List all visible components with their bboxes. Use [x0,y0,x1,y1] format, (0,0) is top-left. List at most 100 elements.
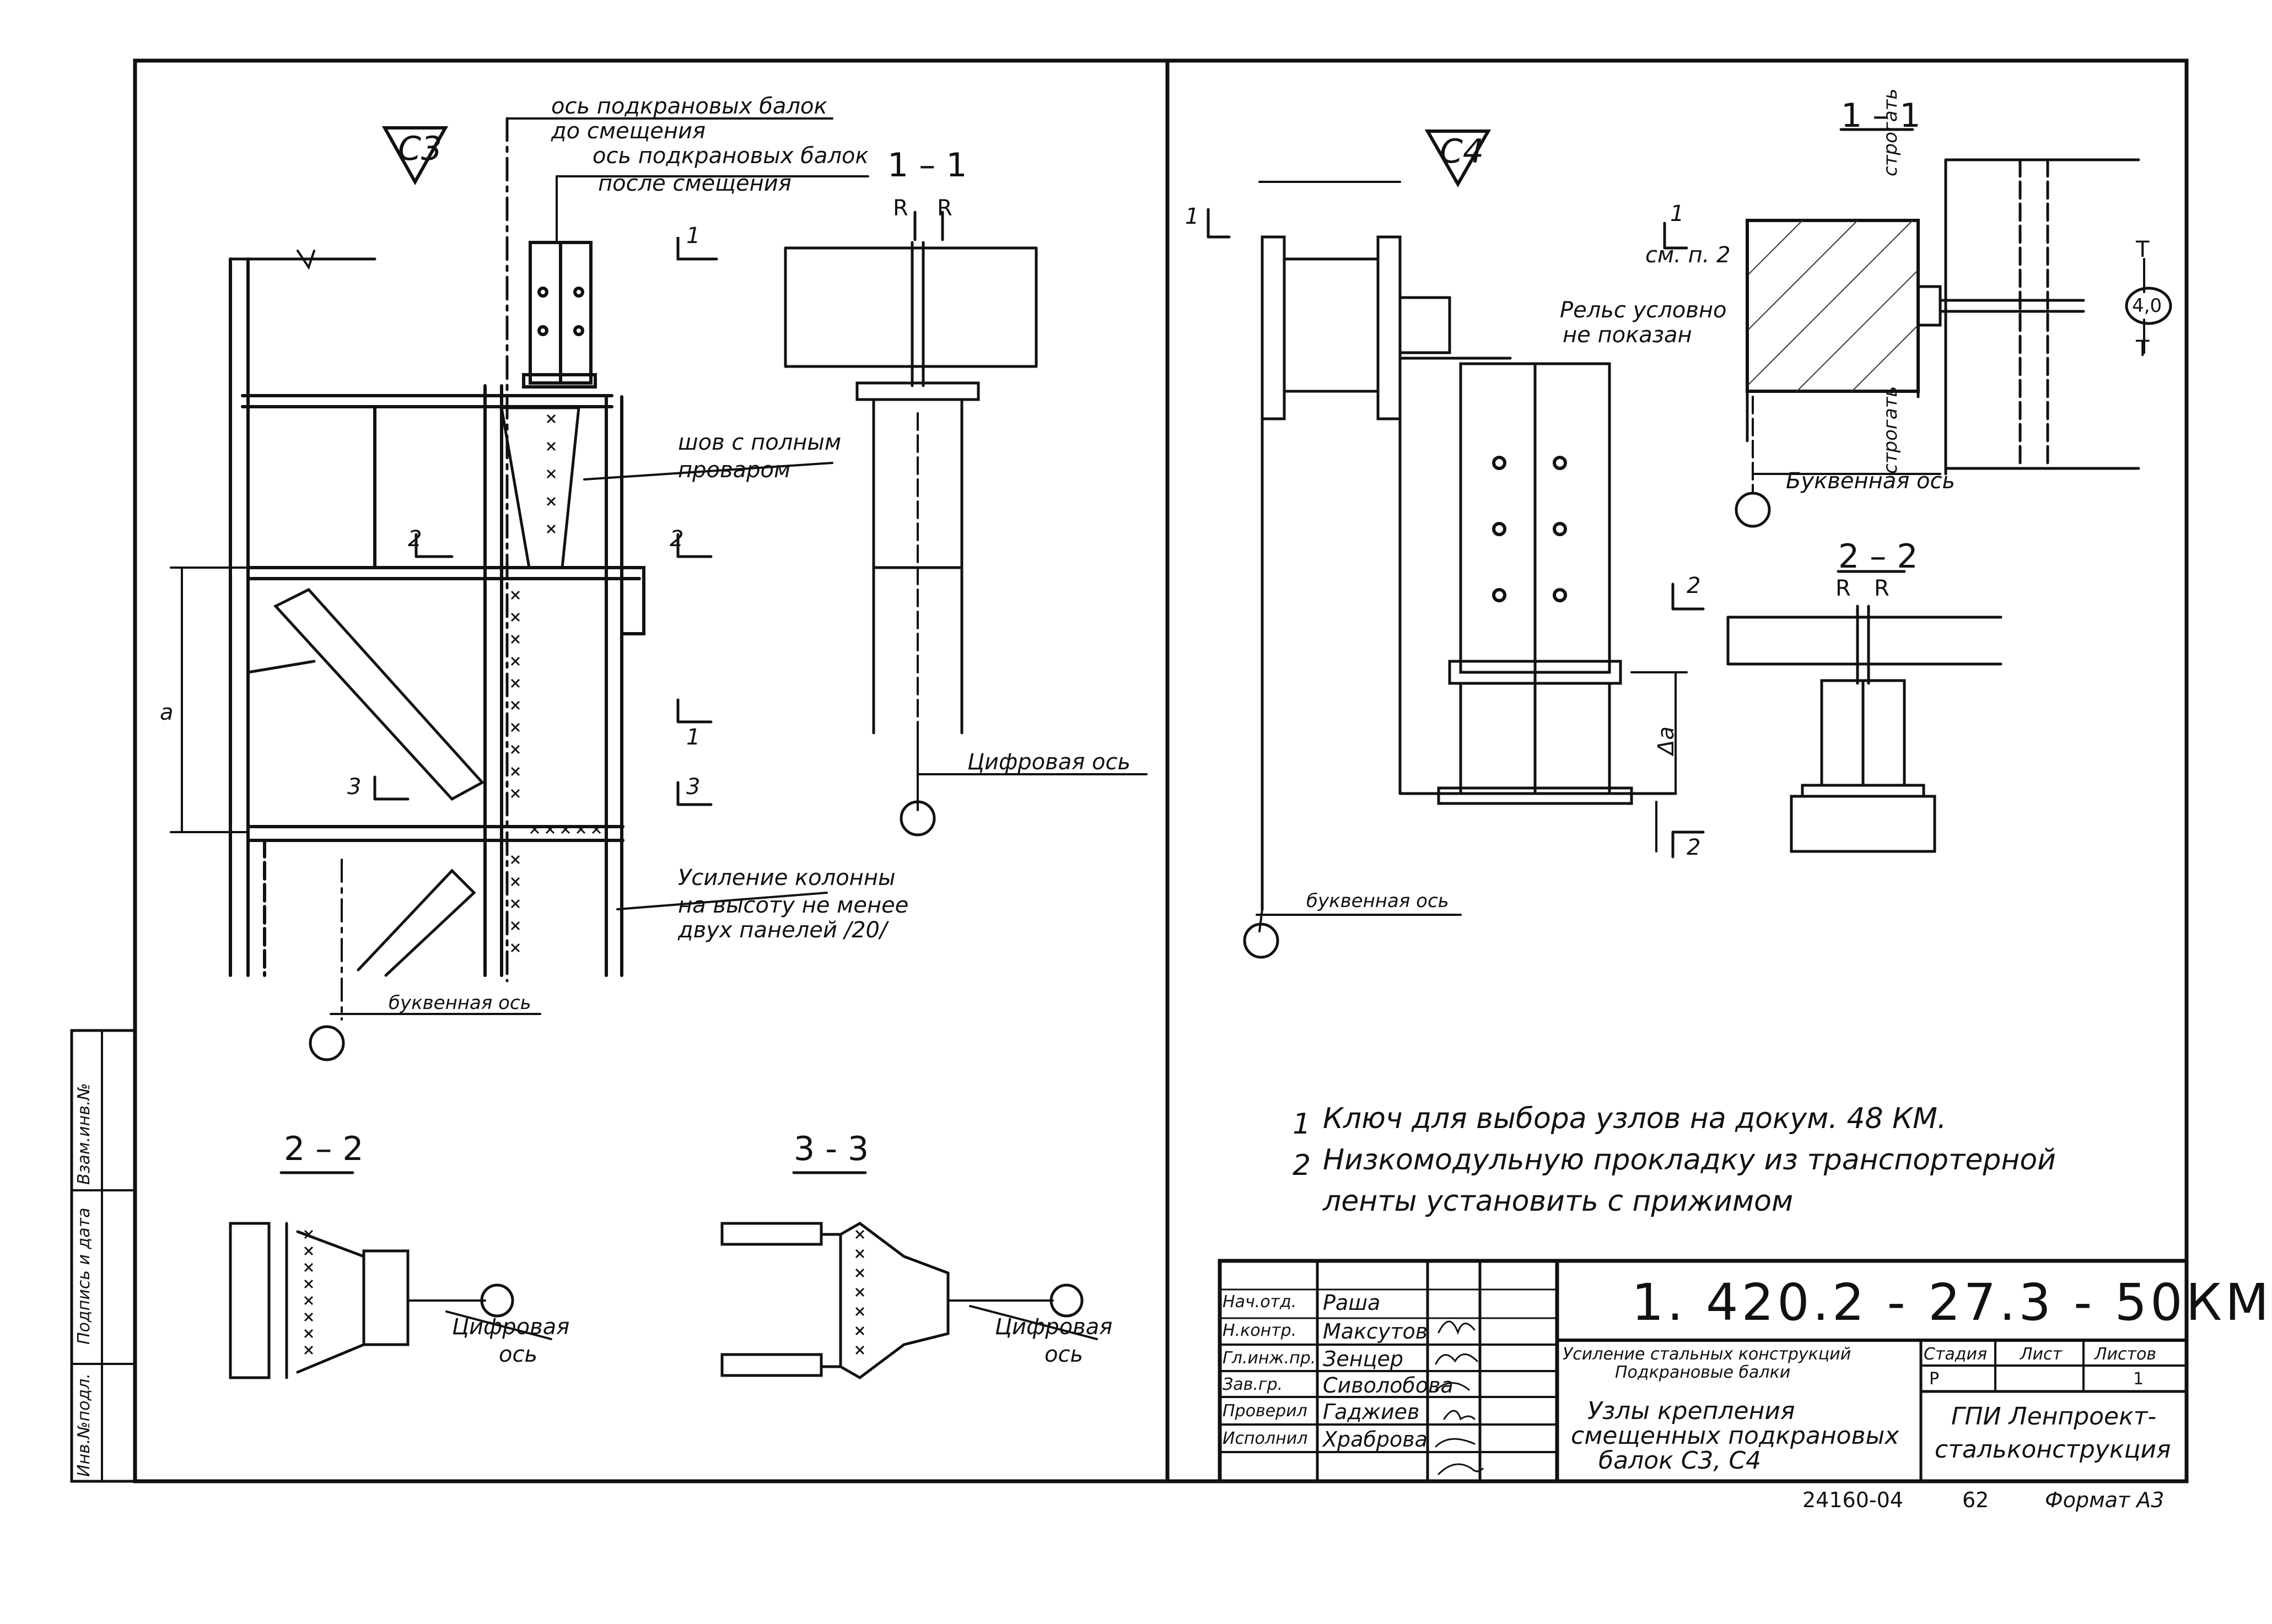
weld-mark [855,1345,865,1355]
section-1-1-R-right: R [937,196,952,221]
name-5: Гаджиев [1323,1400,1420,1424]
reinforcement-label-3: двух панелей /20/ [678,918,887,943]
side-stamp-inv-podl: Инв.№подл. [74,1373,94,1477]
reinforcement-label-1: Усиление колонны [678,865,896,891]
section-2-2-axis-1: Цифровая [452,1314,570,1340]
weld-mark [591,824,601,834]
weld-mark [510,612,520,622]
note-2-text: Низкомодульную прокладку из транспортерн… [1323,1143,2056,1177]
weld-mark [855,1287,865,1297]
weld-mark [510,744,520,754]
node-marker-c3 [381,126,449,186]
role-6: Исполнил [1223,1429,1308,1448]
role-3: Гл.инж.пр. [1223,1348,1316,1368]
letter-axis-label-top-right: Буквенная ось [1786,468,1956,494]
concrete-block [1746,219,1920,393]
weld-mark [510,700,520,710]
reinforcement-label-2: на высоту не менее [678,893,909,918]
section-3-3-axis-1: Цифровая [995,1314,1113,1340]
organization-1: ГПИ Ленпроект- [1951,1402,2157,1431]
tension-T-bottom: T [2136,336,2150,362]
section-1-1-title-right: 1 – 1 [1841,96,1921,135]
weld-mark [561,824,570,834]
axis-after-label-2: после смещения [598,171,792,196]
side-stamp-vzam: Взам.инв.№ [74,1083,94,1185]
weld-mark [530,824,540,834]
planed-label-bottom: строгать [1880,386,1902,474]
document-code: 1. 420.2 - 27.3 - 50КМ [1632,1273,2272,1332]
weld-mark [510,943,520,953]
weld-mark [304,1279,314,1289]
weld-mark [304,1345,314,1355]
node-tag-c3: С3 [398,130,443,168]
cut-mark-2-bottom-right: 2 [1687,835,1701,860]
cut-mark-3-left: 3 [347,774,362,800]
name-6: Храброва [1323,1427,1428,1452]
weld-mark [510,634,520,644]
section-2-2-axis-bubble [480,1283,514,1318]
weld-mark [304,1262,314,1272]
cut-mark-3-right: 3 [686,774,701,800]
role-1: Нач.отд. [1223,1292,1297,1312]
weld-label-1: шов с полным [678,430,842,455]
node-marker-c4 [1424,130,1492,188]
sheets-label: Листов [2095,1345,2157,1364]
cut-mark-1-lower: 1 [686,725,701,750]
weld-mark [510,921,520,931]
note-1-number: 1 [1293,1108,1311,1141]
weld-mark [510,722,520,732]
axis-before-label-1: ось подкрановых балок [551,94,827,119]
role-2: Н.контр. [1223,1321,1297,1340]
section-2-2-axis-2: ось [499,1342,538,1367]
cut-mark-2-left: 2 [408,526,422,552]
planed-label-top: строгать [1880,88,1902,176]
letter-axis-label-left: буквенная ось [389,992,531,1014]
role-5: Проверил [1223,1401,1307,1421]
section-1-1-title-left: 1 – 1 [887,146,967,185]
object-name-1: Усиление стальных конструкций [1563,1345,1851,1364]
weld-mark [510,877,520,887]
sheets-value: 1 [2133,1369,2144,1389]
side-stamp-frame [70,1029,137,1483]
paper-format: Формат А3 [2045,1488,2165,1512]
section-1-1-right-axis-bubble [1735,492,1771,528]
name-3: Зенцер [1323,1347,1403,1371]
section-2-2-title-right: 2 – 2 [1838,537,1918,576]
name-1: Раша [1323,1291,1381,1315]
dimension-a-label: а [160,700,174,725]
note-2-continuation: ленты установить с прижимом [1323,1185,1794,1218]
name-2: Максутов [1323,1319,1428,1344]
weld-mark [546,524,556,534]
weld-mark [546,497,556,506]
archive-number: 24160-04 [1802,1488,1903,1512]
section-2-2-title-left: 2 – 2 [284,1130,364,1168]
stage-label: Стадия [1924,1345,1988,1364]
section-2-2-R-right: R [1874,576,1889,601]
sheet-frame [133,58,2189,1483]
section-3-3-axis-2: ось [1045,1342,1084,1367]
weld-mark [576,824,586,834]
organization-2: стальконструкция [1935,1436,2171,1464]
weld-mark [855,1249,865,1259]
drawing-title-3: балок С3, С4 [1598,1447,1762,1475]
note-1-text: Ключ для выбора узлов на докум. 48 КМ. [1323,1102,1947,1135]
letter-axis-label-bottom-right: буквенная ось [1306,890,1449,912]
weld-mark [855,1268,865,1278]
weld-mark [510,656,520,666]
section-3-3-title: 3 - 3 [794,1130,869,1168]
weld-mark [855,1326,865,1336]
right-letter-axis-bubble [1243,922,1279,959]
role-4: Зав.гр. [1223,1375,1283,1394]
section-2-2-R-left: R [1835,576,1851,601]
stage-value: Р [1929,1369,1940,1389]
cut-mark-2-right: 2 [670,526,684,552]
see-note-mark: 1 [1670,201,1684,226]
note-2-number: 2 [1293,1149,1311,1182]
weld-marks [304,414,865,1355]
section-3-3-axis-bubble [1049,1283,1084,1318]
weld-mark [304,1312,314,1322]
side-stamp-podpis: Подпись и дата [74,1207,94,1345]
dimension-4-0: 4,0 [2132,295,2162,317]
